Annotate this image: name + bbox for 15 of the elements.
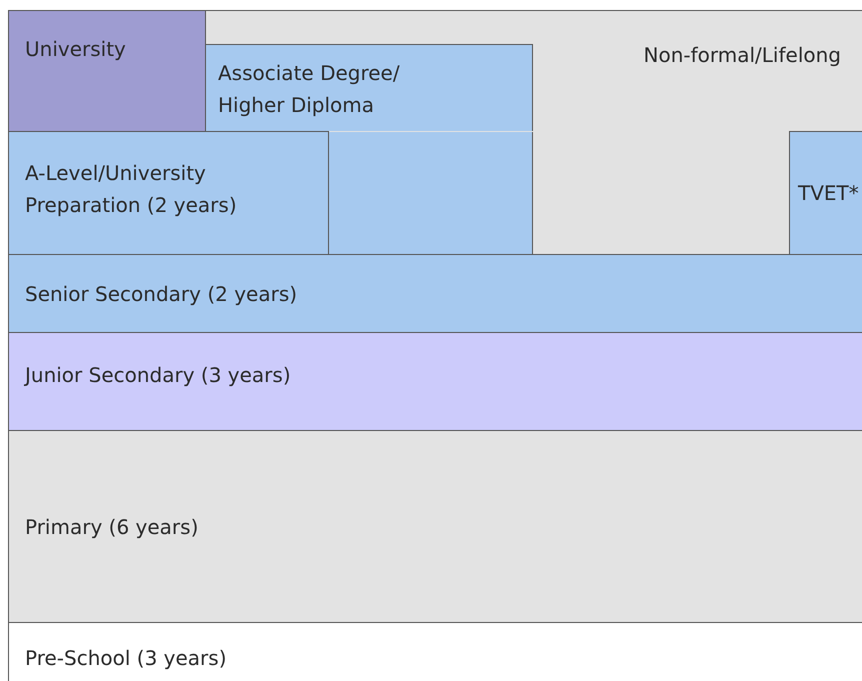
level-label: A-Level/University Preparation (2 years) [25, 160, 238, 219]
level-block [8, 254, 862, 333]
level-label: Junior Secondary (3 years) [25, 362, 291, 389]
level-block [789, 131, 862, 255]
level-label: Pre-School (3 years) [25, 645, 226, 672]
level-label: Non-formal/Lifelong [644, 42, 841, 69]
level-label: Senior Secondary (2 years) [25, 280, 298, 308]
level-label: TVET* [798, 180, 859, 207]
level-label: University [25, 36, 126, 63]
level-block [8, 332, 862, 431]
level-label: Primary (6 years) [25, 514, 198, 540]
level-block [8, 430, 862, 623]
level-block [8, 131, 329, 255]
level-block [8, 10, 206, 132]
level-label: Associate Degree/ Higher Diploma [218, 60, 401, 119]
